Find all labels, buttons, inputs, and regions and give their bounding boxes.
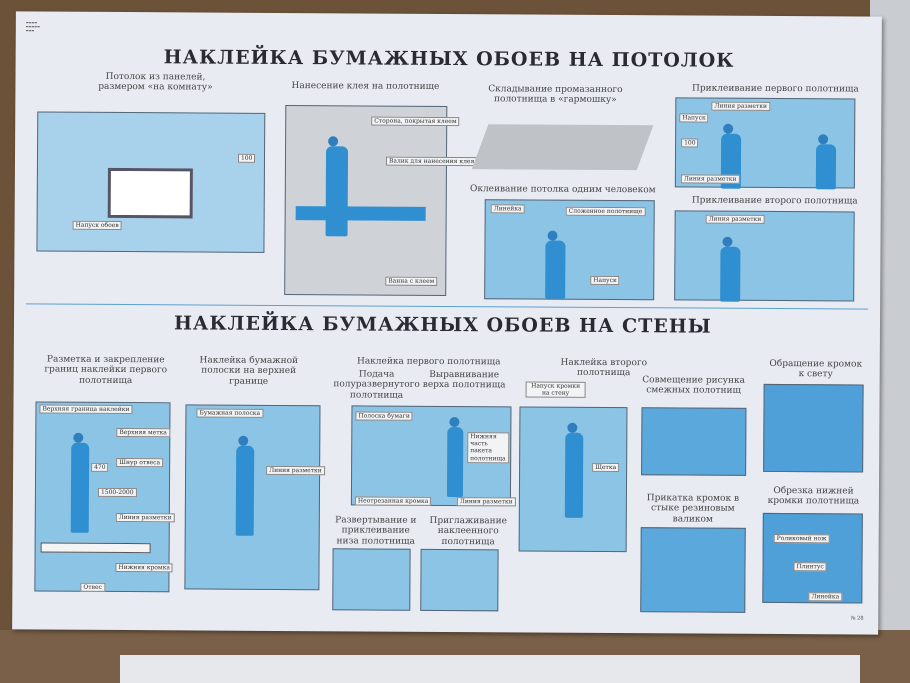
subcaption: Выравнивание верха полотнища: [422, 369, 506, 391]
illustration-second-strip: Линия разметки: [674, 210, 855, 302]
lower-poster-edge: [120, 655, 860, 683]
caption: Приклеивание второго полотнища: [691, 195, 858, 207]
poster: ▬▬▬▬▬▬▬▬▬▬▬▬ НАКЛЕЙКА БУМАЖНЫХ ОБОЕВ НА …: [12, 11, 882, 635]
caption: Наклейка первого полотнища: [356, 356, 501, 368]
illustration-smoothing: [420, 548, 499, 612]
illustration-glue-application: Сторона, покрытая клеем Валик для нанесе…: [284, 105, 478, 296]
illustration-edges-light: [763, 383, 864, 473]
illustration-first-wall-strip: Полоска бумаги Нижняя часть пакета полот…: [350, 405, 516, 507]
divider: [26, 303, 869, 310]
illustration-marking: Верхняя граница наклейки Верхняя метка Ш…: [34, 401, 175, 593]
caption: Нанесение клея на полотнище: [291, 81, 440, 92]
illustration-ceiling-room: Напуск обоев 100: [36, 111, 266, 253]
caption: Обрезка нижней кромки полотнища: [767, 485, 860, 507]
illustration-ceiling-one-person: Линейка Сложенное полотнище Напуск: [484, 199, 655, 301]
illustration-first-strip: Линия разметки Напуск Линия разметки 100: [674, 97, 856, 190]
caption: Обращение кромок к свету: [769, 358, 863, 380]
illustration-roller: [640, 527, 746, 613]
illustration-second-wall-strip: Щетка: [518, 406, 628, 553]
caption: Наклейка бумажной полоски на верхней гра…: [199, 355, 299, 387]
caption: Оклеивание потолка одним человеком: [469, 184, 656, 196]
subcaption: Развертывание и приклеивание низа полотн…: [335, 515, 417, 547]
illustration-unrolling: [332, 548, 411, 611]
caption: Складывание промазанного полотнища в «га…: [488, 84, 623, 106]
label: Напуск кромки на стену: [525, 381, 586, 399]
subcaption: Подача полуразвернутого полотнища: [333, 369, 420, 401]
subcaption: Совмещение рисунка смежных полотнищ: [642, 375, 746, 397]
subcaption: Приглаживание наклеенного полотнища: [429, 515, 508, 547]
subcaption: Прикатка кромок в стыке резиновым валико…: [646, 493, 740, 525]
title-walls: НАКЛЕЙКА БУМАЖНЫХ ОБОЕВ НА СТЕНЫ: [173, 312, 712, 338]
caption: Разметка и закрепление границ наклейки п…: [44, 354, 168, 386]
illustration-trimming: Роликовый нож Плинтус Линейка: [762, 512, 863, 604]
illustration-paper-strip: Бумажная полоска Линия разметки: [184, 404, 325, 591]
illustration-folding: [471, 124, 654, 171]
caption: Потолок из панелей, размером «на комнату…: [98, 71, 213, 93]
poster-number: № 28: [850, 615, 864, 622]
caption: Приклеивание первого полотнища: [692, 83, 859, 95]
publisher-note: ▬▬▬▬▬▬▬▬▬▬▬▬: [25, 20, 41, 33]
title-ceiling: НАКЛЕЙКА БУМАЖНЫХ ОБОЕВ НА ПОТОЛОК: [163, 46, 735, 72]
illustration-pattern-matching: [641, 407, 747, 476]
